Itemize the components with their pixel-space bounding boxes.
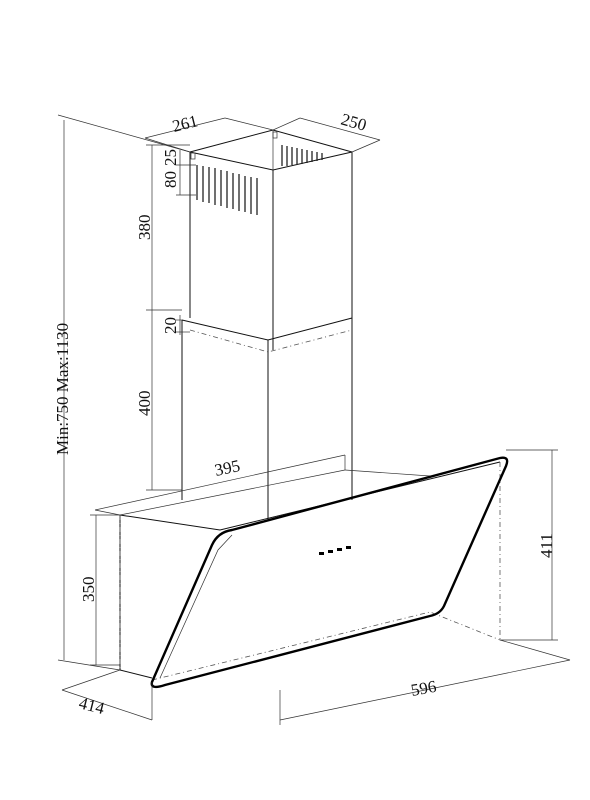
label-chimney-width: 250: [339, 110, 369, 135]
control-buttons: [319, 546, 351, 555]
dimension-lines: [57, 114, 571, 725]
label-vent-offset: 25: [161, 149, 180, 166]
upper-chimney: [189, 129, 353, 350]
lower-chimney: [181, 317, 353, 520]
label-vent-height: 80: [161, 171, 180, 188]
label-total-height: Min:750 Max:1130: [53, 323, 72, 455]
button-3: [337, 548, 342, 551]
label-chimney-depth: 261: [170, 111, 199, 136]
button-4: [346, 546, 351, 549]
label-hood-side-height: 350: [79, 577, 98, 603]
label-overlap: 20: [161, 317, 180, 334]
label-upper-chimney-height: 380: [135, 215, 154, 241]
label-hood-width: 596: [409, 677, 437, 700]
label-lower-chimney-height: 400: [135, 391, 154, 417]
label-hood-depth: 414: [77, 693, 107, 718]
button-1: [319, 552, 324, 555]
vent-slots-right: [281, 145, 323, 166]
hood-body: [119, 456, 509, 689]
label-hood-top-depth: 395: [213, 456, 242, 480]
label-glass-height: 411: [537, 533, 556, 558]
button-2: [328, 550, 333, 553]
vent-slots-left: [196, 165, 258, 215]
